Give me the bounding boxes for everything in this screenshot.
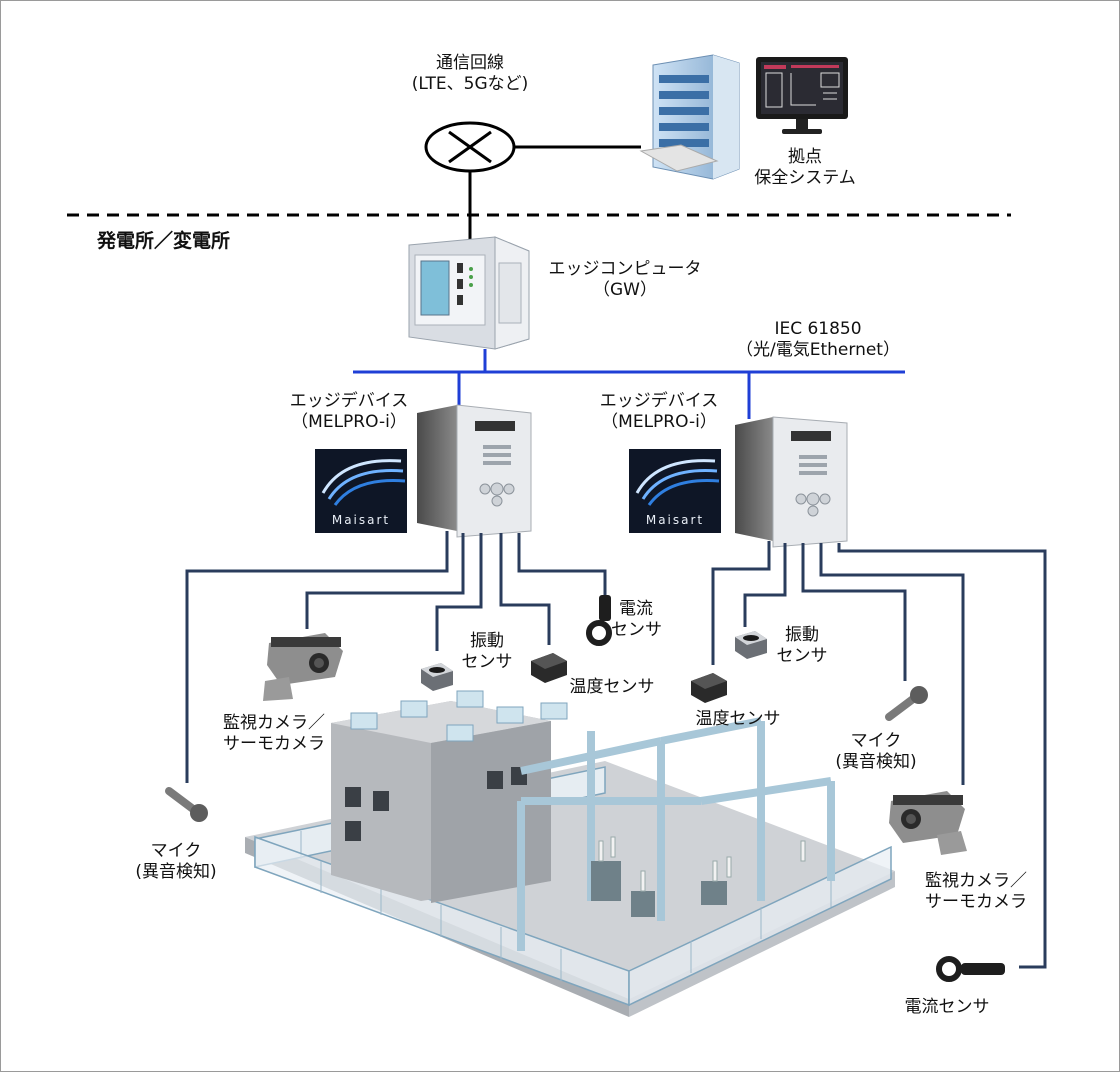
edge-left-label-line2: （MELPRO-i） — [291, 412, 407, 432]
left-vibration-line1: 振動 — [470, 631, 504, 651]
wire-left-temperature — [499, 533, 551, 645]
edge-right-label-line1: エッジデバイス — [599, 391, 719, 411]
left-current-line1: 電流 — [619, 599, 653, 619]
bus-label-line1: IEC 61850 — [774, 319, 862, 339]
right-current-sensor-label: 電流センサ — [904, 997, 990, 1017]
edge-computer-icon — [408, 236, 530, 372]
center-label: 拠点 保全システム — [741, 147, 869, 189]
gateway-label-line2: （GW） — [593, 280, 657, 300]
gateway-label: エッジコンピュータ （GW） — [537, 259, 713, 301]
maisart-swoosh-icon — [635, 459, 720, 506]
camera-right-icon — [889, 791, 967, 855]
bus-label-line2: （光/電気Ethernet） — [736, 340, 900, 360]
monitor-icon — [756, 57, 848, 134]
maisart-logo-left-text: Maisart — [331, 513, 391, 527]
right-camera-label: 監視カメラ／ サーモカメラ — [909, 871, 1043, 913]
wire-left-mic — [185, 531, 449, 783]
current-sensor-left-icon — [586, 595, 612, 646]
right-vibration-line2: センサ — [776, 646, 828, 666]
wire-right-mic — [801, 543, 907, 681]
center-label-line1: 拠点 — [788, 147, 822, 167]
right-mic-line1: マイク — [850, 731, 902, 751]
left-mic-label: マイク (異音検知) — [119, 841, 233, 883]
left-camera-label: 監視カメラ／ サーモカメラ — [207, 713, 341, 755]
right-vibration-sensor-label: 振動 センサ — [773, 625, 831, 667]
wire-left-vibration — [435, 533, 483, 651]
right-temperature-sensor-label: 温度センサ — [695, 709, 781, 729]
temperature-sensor-right-icon — [691, 673, 727, 703]
left-mic-line1: マイク — [150, 841, 202, 861]
edge-left-label: エッジデバイス （MELPRO-i） — [279, 391, 419, 433]
network-label-line2: (LTE、5Gなど) — [411, 74, 529, 94]
bus-label: IEC 61850 （光/電気Ethernet） — [721, 319, 915, 361]
maisart-logo-left: Maisart — [315, 449, 407, 533]
left-vibration-sensor-label: 振動 センサ — [459, 631, 515, 673]
vibration-sensor-right-icon — [735, 631, 767, 659]
gateway-label-line1: エッジコンピュータ — [548, 259, 702, 279]
iec61850-bus — [353, 370, 905, 419]
left-vibration-line2: センサ — [461, 652, 513, 672]
vibration-sensor-left-icon — [421, 663, 453, 691]
network-symbol-icon — [424, 121, 516, 173]
right-mic-line2: (異音検知) — [835, 752, 917, 772]
wire-left-current — [517, 533, 607, 595]
edge-right-label: エッジデバイス （MELPRO-i） — [589, 391, 729, 433]
left-current-sensor-label: 電流 センサ — [611, 599, 662, 641]
office-building-icon — [639, 54, 740, 180]
edge-left-label-line1: エッジデバイス — [289, 391, 409, 411]
edge-device-right-icon — [735, 416, 848, 548]
right-sensor-wires — [711, 541, 1047, 969]
left-camera-line2: サーモカメラ — [223, 734, 325, 754]
left-temperature-sensor-label: 温度センサ — [569, 677, 655, 697]
edge-right-label-line2: （MELPRO-i） — [601, 412, 717, 432]
mic-right-icon — [885, 686, 928, 721]
left-sensor-wires — [185, 531, 607, 783]
temperature-sensor-left-icon — [531, 653, 567, 683]
edge-device-left-icon — [417, 404, 532, 538]
camera-left-icon — [263, 633, 343, 701]
current-sensor-right-icon — [936, 956, 1005, 982]
mic-left-icon — [165, 787, 208, 822]
wire-right-vibration — [743, 543, 787, 627]
maisart-swoosh-icon — [321, 459, 406, 506]
network-label: 通信回線 (LTE、5Gなど) — [399, 53, 541, 95]
left-camera-line1: 監視カメラ／ — [223, 713, 325, 733]
wire-right-temperature — [711, 541, 771, 665]
left-mic-line2: (異音検知) — [135, 862, 217, 882]
maisart-logo-right: Maisart — [629, 449, 721, 533]
right-vibration-line1: 振動 — [785, 625, 819, 645]
center-label-line2: 保全システム — [754, 168, 856, 188]
substation-illustration — [245, 690, 895, 1017]
right-camera-line2: サーモカメラ — [925, 892, 1027, 912]
network-label-line1: 通信回線 — [436, 53, 504, 73]
wire-left-camera — [305, 533, 465, 629]
wire-right-camera — [819, 543, 965, 785]
site-label: 発電所／変電所 — [97, 230, 231, 252]
right-mic-label: マイク (異音検知) — [819, 731, 933, 773]
left-current-line2: センサ — [611, 620, 662, 640]
right-camera-line1: 監視カメラ／ — [925, 871, 1027, 891]
wire-right-current — [837, 543, 1047, 969]
maisart-logo-right-text: Maisart — [645, 513, 705, 527]
